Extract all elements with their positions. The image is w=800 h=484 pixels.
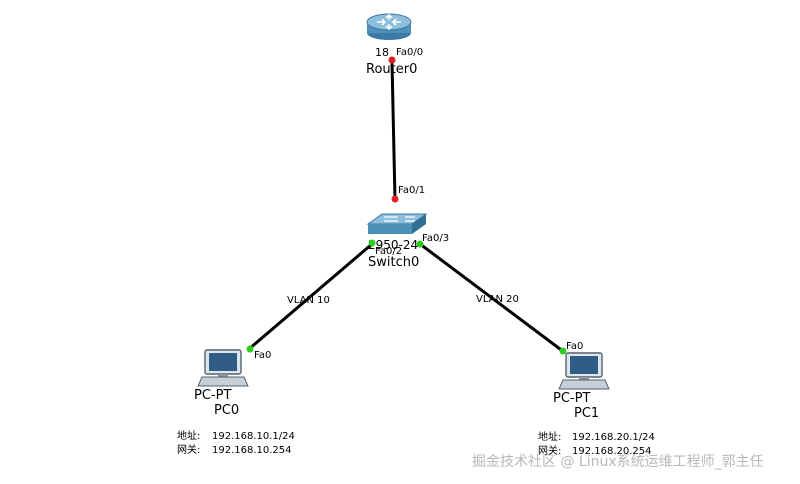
pc1-address-label: 地址:: [538, 430, 561, 443]
pc-icon[interactable]: [197, 349, 249, 387]
status-dot-router-fa00: [388, 56, 396, 64]
switch-model-label: 2950-24: [368, 238, 418, 252]
pc1-port-fa0: Fa0: [566, 341, 583, 352]
status-dot-switch-fa03: [416, 240, 424, 248]
pc1-gateway-label: 网关:: [538, 444, 561, 457]
router-model-label: 18: [375, 46, 389, 59]
switch-port-fa01: Fa0/1: [398, 185, 425, 196]
pc0-address: 192.168.10.1/24: [212, 431, 295, 442]
switch-port-fa02: Fa0/2: [375, 246, 402, 257]
router-port-fa00: Fa0/0: [396, 47, 423, 58]
pc1-name: PC1: [574, 406, 599, 421]
pc1-type: PC-PT: [553, 391, 590, 406]
pc0-port-fa0: Fa0: [254, 350, 271, 361]
watermark: 掘金技术社区 @ Linux系统运维工程师_郭主任: [472, 453, 764, 470]
link-switch-pc0[interactable]: [248, 242, 373, 351]
vlan-label-left: VLAN 10: [287, 295, 330, 306]
router-icon[interactable]: [366, 13, 412, 40]
pc1-address: 192.168.20.1/24: [572, 432, 655, 443]
pc-icon[interactable]: [558, 352, 610, 390]
pc0-type: PC-PT: [194, 388, 231, 403]
status-dot-pc0-fa0: [246, 345, 254, 353]
switch-icon[interactable]: [366, 213, 428, 234]
link-switch-pc1[interactable]: [419, 242, 565, 354]
pc1-gateway: 192.168.20.254: [572, 446, 652, 457]
pc0-name: PC0: [214, 403, 239, 418]
vlan-label-right: VLAN 20: [476, 294, 519, 305]
status-dot-switch-fa01: [391, 195, 399, 203]
switch-name: Switch0: [368, 255, 419, 270]
pc0-address-label: 地址:: [177, 429, 200, 442]
status-dot-switch-fa02: [368, 239, 376, 247]
switch-port-fa03: Fa0/3: [422, 233, 449, 244]
pc0-gateway-label: 网关:: [177, 443, 200, 456]
router-name: Router0: [366, 62, 417, 77]
status-dot-pc1-fa0: [559, 347, 567, 355]
link-router-switch[interactable]: [390, 61, 397, 201]
pc0-gateway: 192.168.10.254: [212, 445, 292, 456]
